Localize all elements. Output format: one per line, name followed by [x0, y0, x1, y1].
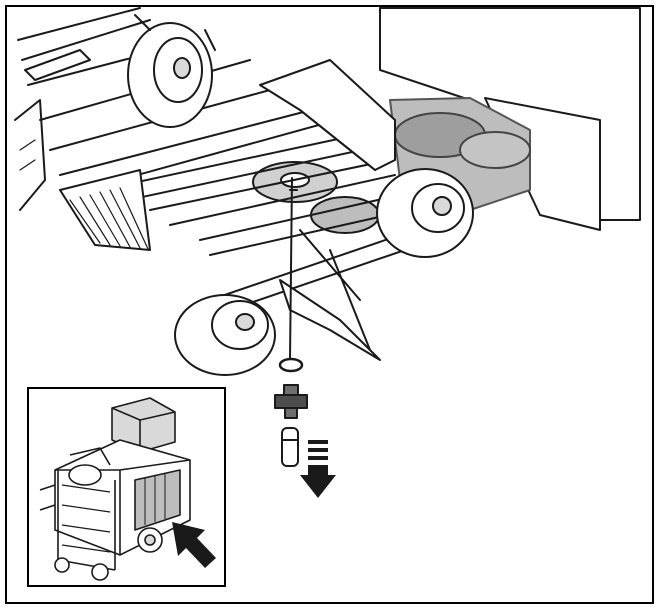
- frame-bracket: [24, 49, 91, 81]
- valve-bottom: [284, 407, 298, 419]
- washer: [278, 357, 304, 373]
- inset-wheel-left: [54, 557, 70, 573]
- bottom-wheel-axle: [235, 313, 255, 331]
- drain-valve: [274, 394, 308, 409]
- inset-overview: [27, 387, 226, 587]
- left-fin: [14, 99, 46, 211]
- top-wheel-axle: [173, 57, 191, 79]
- cross-rails: [149, 159, 411, 256]
- drain-hose: [281, 427, 299, 467]
- inset-wheel-right-hub: [144, 534, 156, 546]
- right-wheel-axle: [432, 196, 452, 216]
- body-panel-edge: [379, 7, 471, 101]
- valve-top: [283, 384, 299, 396]
- housing-edge: [299, 109, 376, 171]
- lower-skirt: [279, 279, 381, 361]
- drum-right: [459, 131, 531, 169]
- inset-engine: [68, 464, 102, 486]
- frame-bars-top: [17, 7, 271, 151]
- inset-wheel-front: [91, 563, 109, 581]
- support-strut: [299, 229, 371, 351]
- fin-lines: [19, 139, 36, 171]
- inset-handles: [39, 484, 56, 511]
- pointer-arrow-icon: [172, 522, 216, 568]
- inset-panel-lines: [144, 473, 166, 525]
- drain-rod: [289, 177, 293, 361]
- frame-rails: [59, 99, 386, 206]
- grille-slats: [69, 187, 149, 250]
- inset-top-box: [111, 397, 176, 453]
- down-arrow-icon: [300, 440, 336, 498]
- top-wheel-fork: [134, 14, 216, 51]
- grille-frame: [59, 169, 151, 251]
- inset-frame-slats: [61, 484, 111, 553]
- inset-engine-top: [69, 447, 111, 466]
